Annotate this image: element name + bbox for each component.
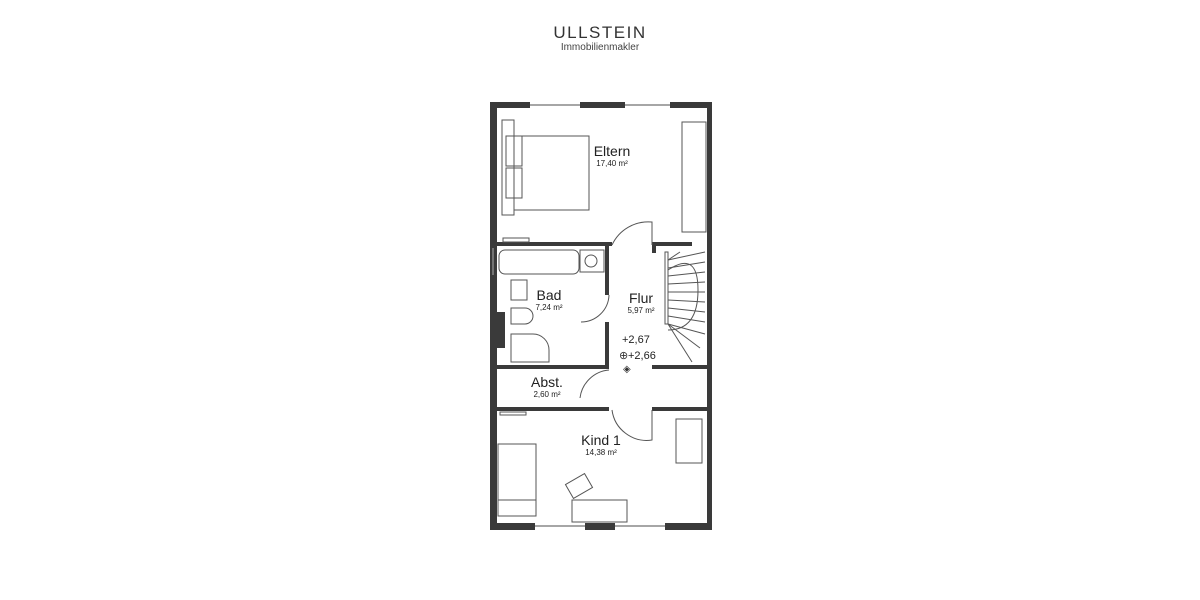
room-name: Flur [628,290,654,306]
room-area: 2,60 m² [533,390,561,399]
room-eltern: Eltern 17,40 m² [593,143,631,169]
brand-subtitle: Immobilienmakler [560,42,640,53]
level-crosshair-icon: ⊕ [619,350,629,362]
room-name: Kind 1 [581,432,621,448]
level-marker-2: +2,66 [628,350,656,362]
room-kind1: Kind 1 14,38 m² [581,432,621,458]
furniture [497,119,707,523]
brand-name: ULLSTEIN [553,23,647,42]
room-area: 7,24 m² [535,303,563,312]
room-abst: Abst. 2,60 m² [531,374,563,400]
room-flur: Flur 5,97 m² [627,290,655,316]
room-name: Bad [536,287,562,303]
room-area: 17,40 m² [596,159,628,168]
level-marker-1: +2,67 [622,334,650,346]
room-name: Eltern [593,143,631,159]
staircase [664,251,706,363]
smoke-detector-icon: ◈ [623,364,631,375]
room-bad: Bad 7,24 m² [535,287,563,313]
windows [492,104,670,527]
walls [490,102,712,530]
room-name: Abst. [531,374,563,390]
room-area: 5,97 m² [627,306,655,315]
brand-logo: ULLSTEIN Immobilienmakler [530,23,670,54]
room-area: 14,38 m² [585,448,617,457]
doors [579,221,653,441]
